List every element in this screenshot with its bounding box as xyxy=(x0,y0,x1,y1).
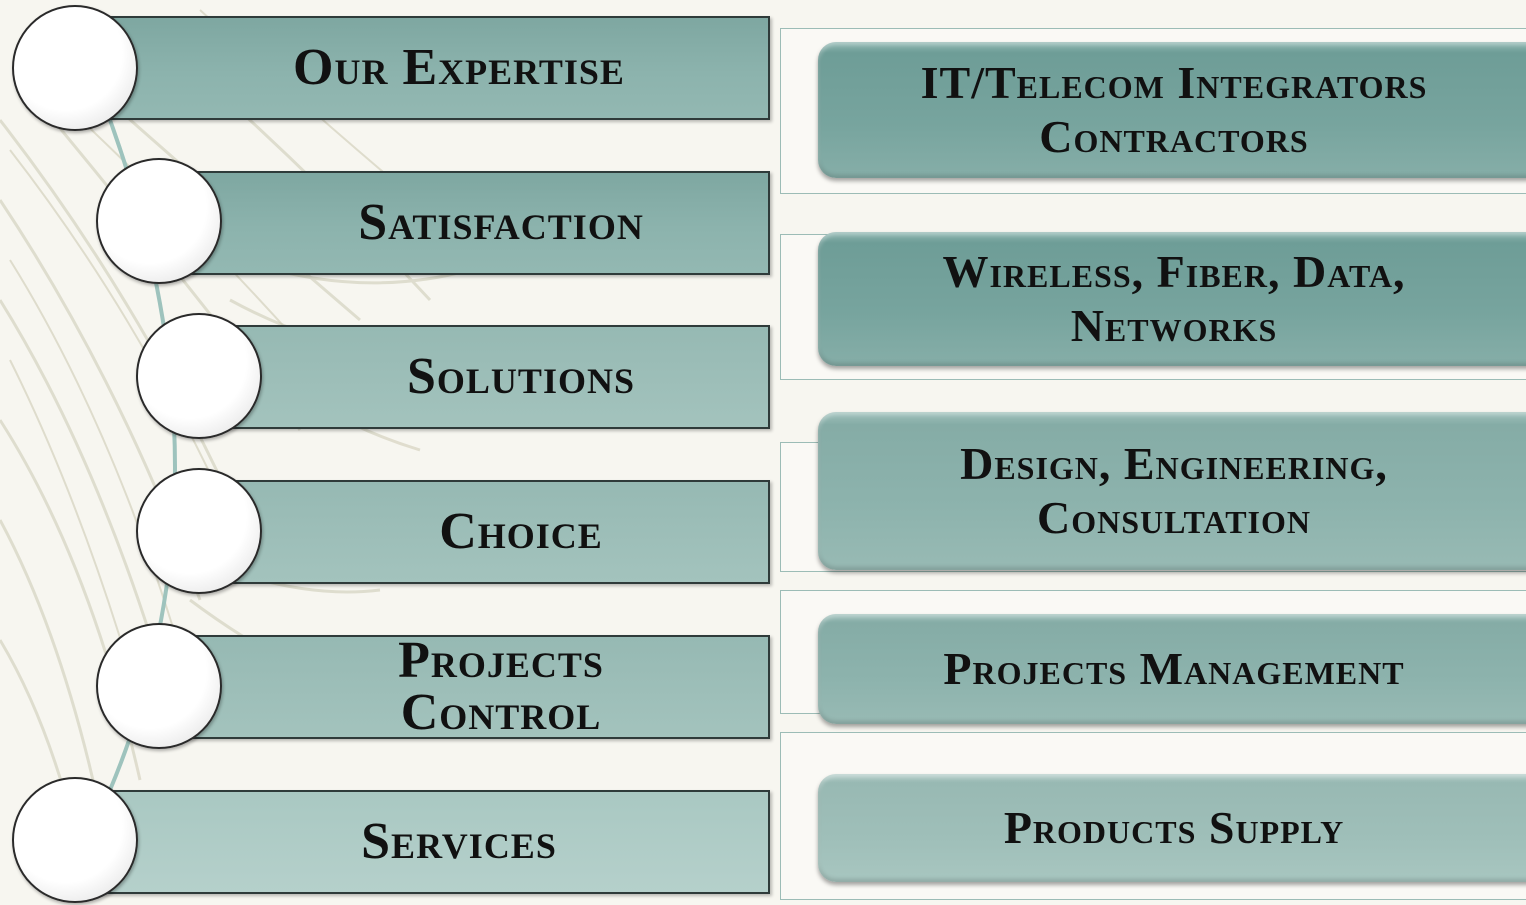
bar-choice: Choice xyxy=(202,480,770,584)
box-label: Products Supply xyxy=(1003,802,1345,853)
bar-label: Choice xyxy=(439,503,603,560)
bar-solutions: Solutions xyxy=(202,325,770,429)
bullet-circle xyxy=(136,313,262,439)
box-wireless-fiber: Wireless, Fiber, Data, Networks xyxy=(818,232,1526,366)
bar-label: Solutions xyxy=(407,348,635,405)
bullet-circle xyxy=(12,777,138,903)
bar-label: Satisfaction xyxy=(358,194,644,251)
bar-our-expertise: Our Expertise xyxy=(78,16,770,120)
bar-services: Services xyxy=(78,790,770,894)
box-label: IT/Telecom Integrators Contractors xyxy=(920,57,1428,162)
box-projects-management: Projects Management xyxy=(818,614,1526,724)
bullet-circle xyxy=(136,468,262,594)
bar-label: Our Expertise xyxy=(293,39,625,96)
bullet-circle xyxy=(12,5,138,131)
bar-projects-control: Projects Control xyxy=(162,635,770,739)
box-label: Design, Engineering, Consultation xyxy=(960,438,1388,543)
bar-satisfaction: Satisfaction xyxy=(162,171,770,275)
box-label: Wireless, Fiber, Data, Networks xyxy=(942,246,1406,351)
bar-label: Services xyxy=(361,813,557,870)
box-label: Projects Management xyxy=(943,643,1405,694)
bar-label: Projects Control xyxy=(398,632,604,741)
box-products-supply: Products Supply xyxy=(818,774,1526,882)
bullet-circle xyxy=(96,623,222,749)
box-design-engineering: Design, Engineering, Consultation xyxy=(818,412,1526,570)
box-it-telecom: IT/Telecom Integrators Contractors xyxy=(818,42,1526,178)
bullet-circle xyxy=(96,158,222,284)
